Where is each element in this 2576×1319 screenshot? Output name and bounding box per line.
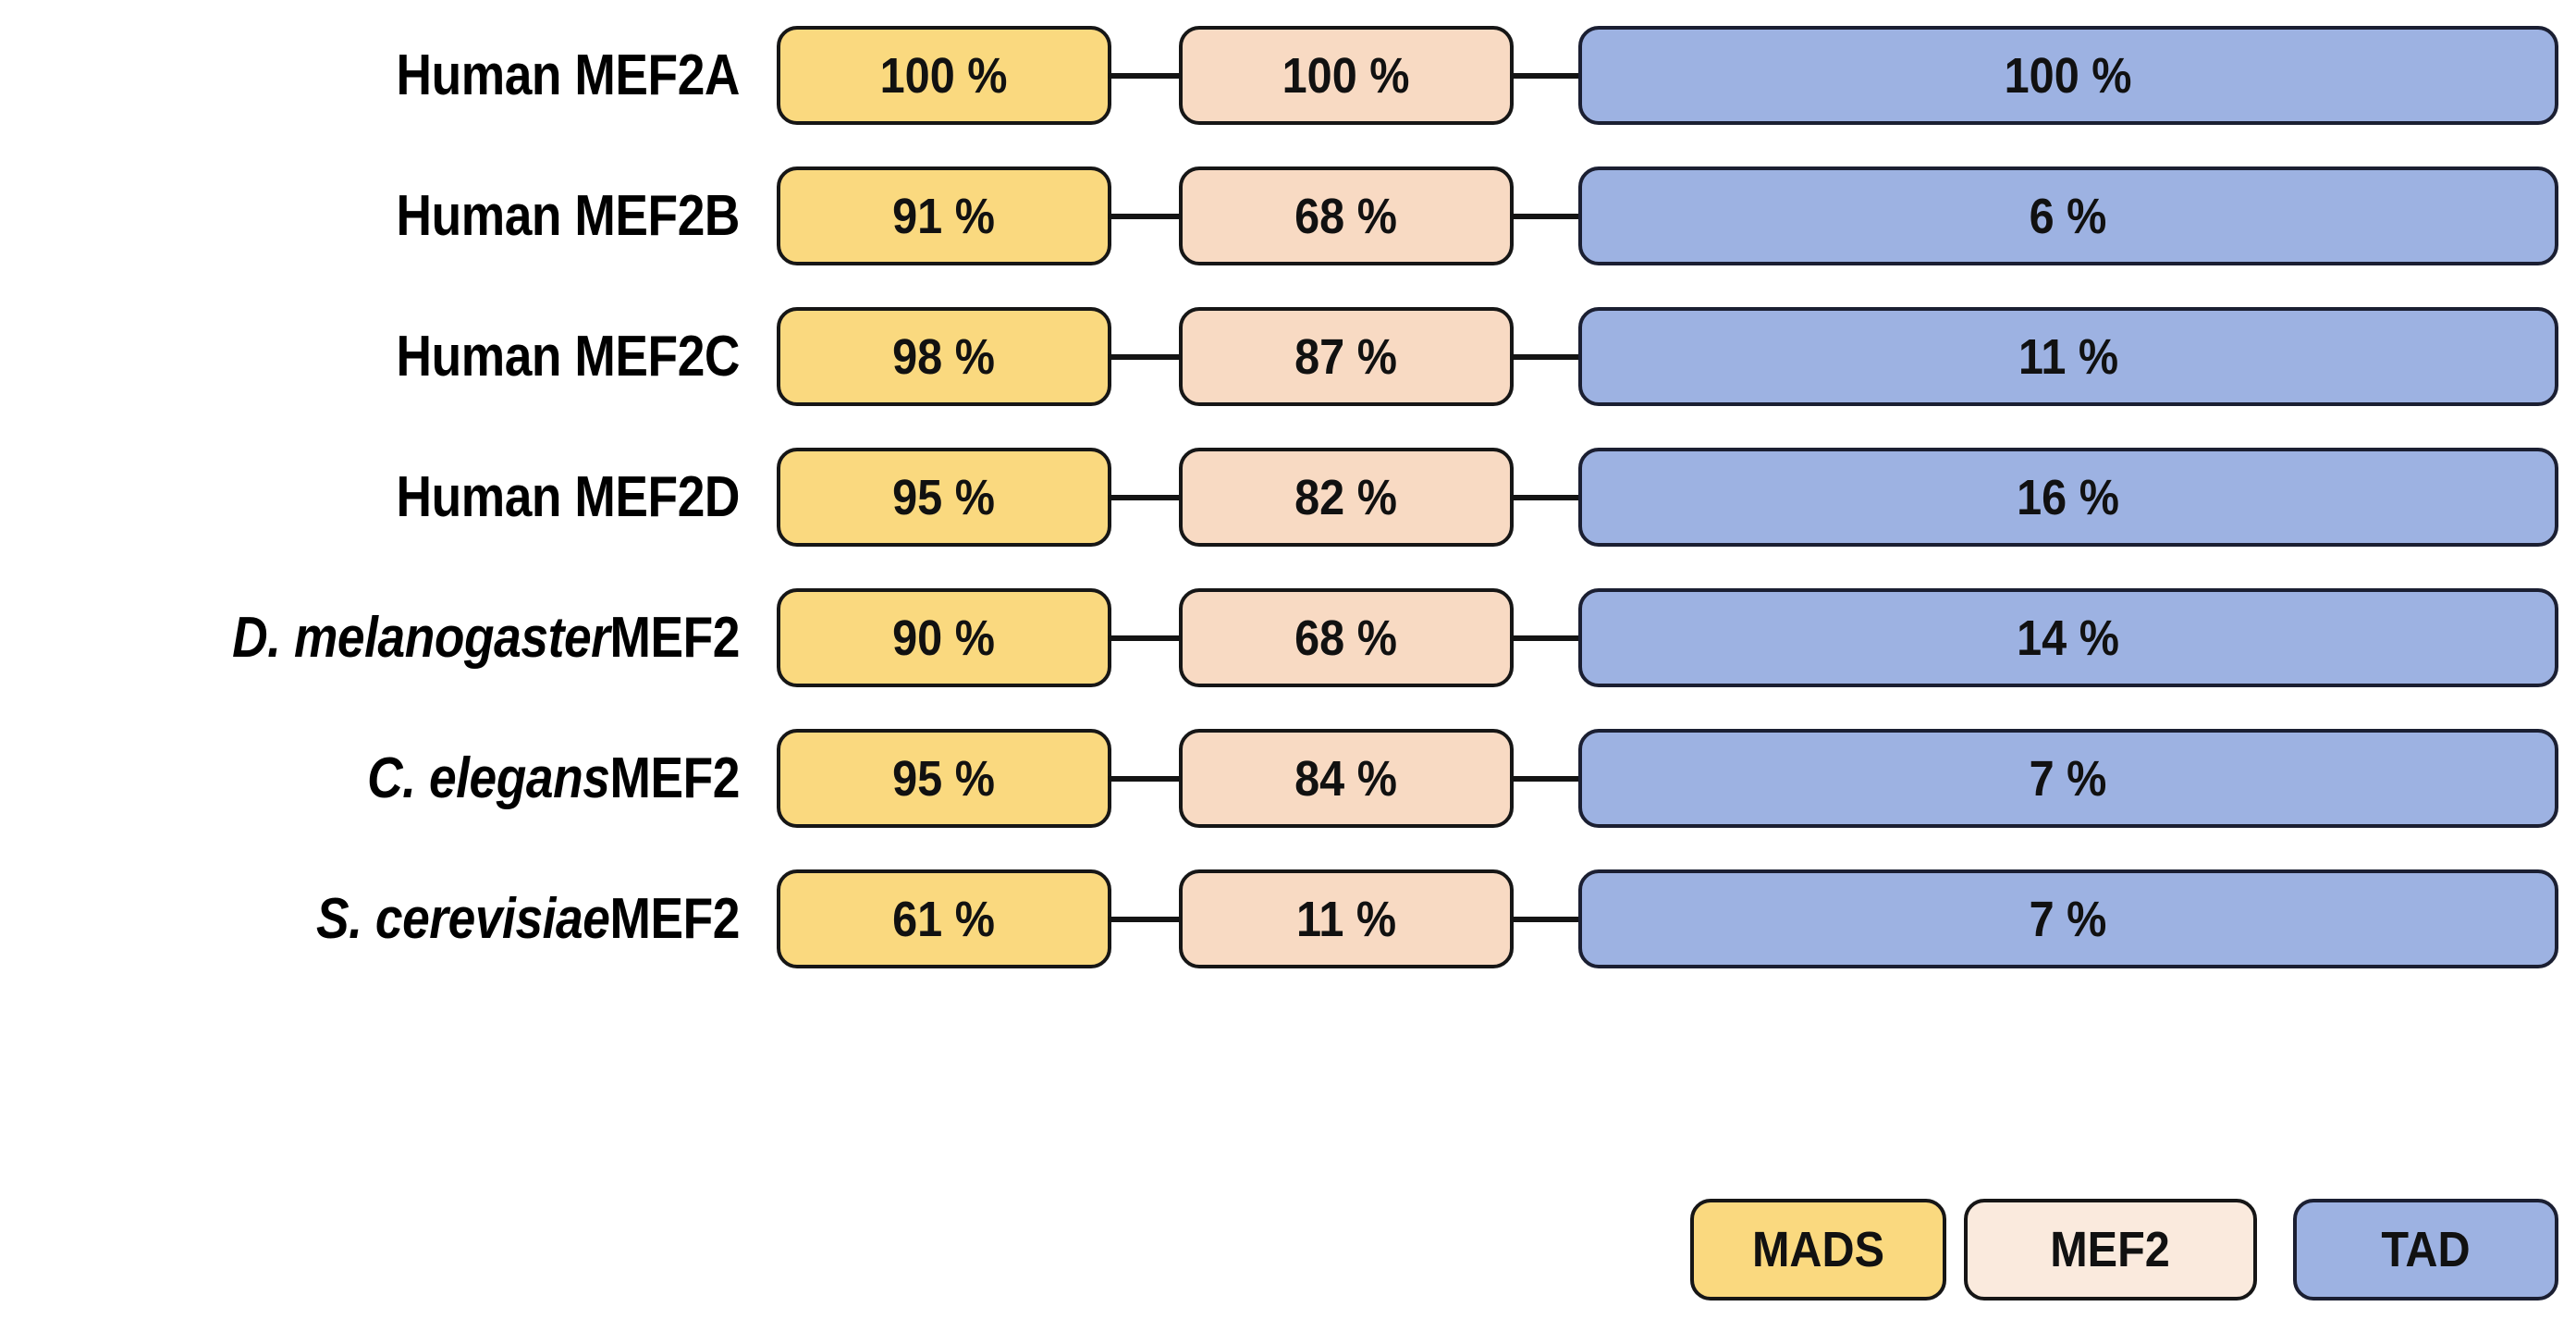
connector-line-mads-mef2 xyxy=(1108,73,1182,79)
mads-identity-value: 100 % xyxy=(880,47,1008,104)
connector-line-mef2-tad xyxy=(1510,73,1581,79)
tad-identity-value: 16 % xyxy=(2017,469,2120,525)
mads-identity-value: 95 % xyxy=(892,469,996,525)
species-name: D. melanogaster xyxy=(232,606,610,670)
protein-row: Human MEF2D 95 % 82 % 16 % xyxy=(0,448,2576,547)
tad-domain-box[interactable]: 14 % xyxy=(1578,588,2558,687)
connector-line-mef2-tad xyxy=(1510,635,1581,641)
mef2-identity-value: 100 % xyxy=(1282,47,1410,104)
tad-identity-value: 14 % xyxy=(2017,610,2120,666)
protein-label: Human MEF2D xyxy=(104,448,740,547)
mef2-domain-box[interactable]: 68 % xyxy=(1179,166,1514,265)
mef2-domain-box[interactable]: 100 % xyxy=(1179,26,1514,125)
mef2-domain-box[interactable]: 84 % xyxy=(1179,729,1514,828)
gene-name: MEF2 xyxy=(609,606,741,670)
tad-domain-box[interactable]: 11 % xyxy=(1578,307,2558,406)
tad-identity-value: 7 % xyxy=(2030,891,2107,947)
mef2-identity-value: 84 % xyxy=(1294,750,1398,807)
tad-domain-box[interactable]: 6 % xyxy=(1578,166,2558,265)
protein-label: D. melanogaster MEF2 xyxy=(104,588,740,687)
mads-domain-box[interactable]: 90 % xyxy=(777,588,1111,687)
mads-identity-value: 98 % xyxy=(892,328,996,385)
connector-line-mef2-tad xyxy=(1510,495,1581,500)
legend-item-mads[interactable]: MADS xyxy=(1690,1199,1946,1301)
connector-line-mads-mef2 xyxy=(1108,917,1182,922)
gene-name: Human MEF2B xyxy=(396,184,740,248)
protein-row: S. cerevisiae MEF2 61 % 11 % 7 % xyxy=(0,869,2576,968)
tad-identity-value: 100 % xyxy=(2005,47,2132,104)
mads-identity-value: 61 % xyxy=(892,891,996,947)
tad-domain-box[interactable]: 100 % xyxy=(1578,26,2558,125)
mads-identity-value: 91 % xyxy=(892,188,996,244)
legend-item-mef2[interactable]: MEF2 xyxy=(1964,1199,2257,1301)
mef2-domain-box[interactable]: 82 % xyxy=(1179,448,1514,547)
gene-name: Human MEF2D xyxy=(396,465,740,529)
gene-name: MEF2 xyxy=(609,746,741,810)
protein-label: Human MEF2A xyxy=(104,26,740,125)
mef2-identity-value: 87 % xyxy=(1294,328,1398,385)
mef2-identity-value: 68 % xyxy=(1294,188,1398,244)
mads-identity-value: 95 % xyxy=(892,750,996,807)
connector-line-mef2-tad xyxy=(1510,214,1581,219)
protein-row: Human MEF2C 98 % 87 % 11 % xyxy=(0,307,2576,406)
protein-row: D. melanogaster MEF2 90 % 68 % 14 % xyxy=(0,588,2576,687)
connector-line-mads-mef2 xyxy=(1108,776,1182,782)
protein-row: C. elegans MEF2 95 % 84 % 7 % xyxy=(0,729,2576,828)
tad-identity-value: 7 % xyxy=(2030,750,2107,807)
tad-domain-box[interactable]: 16 % xyxy=(1578,448,2558,547)
mef2-domain-box[interactable]: 87 % xyxy=(1179,307,1514,406)
legend: MADS MEF2 TAD xyxy=(0,1199,2576,1302)
mads-domain-box[interactable]: 95 % xyxy=(777,448,1111,547)
mef2-domain-box[interactable]: 68 % xyxy=(1179,588,1514,687)
connector-line-mads-mef2 xyxy=(1108,495,1182,500)
mef2-identity-value: 11 % xyxy=(1295,891,1397,947)
protein-label: C. elegans MEF2 xyxy=(104,729,740,828)
legend-item-tad[interactable]: TAD xyxy=(2293,1199,2558,1301)
protein-label: Human MEF2C xyxy=(104,307,740,406)
legend-label-mef2: MEF2 xyxy=(2050,1222,2171,1277)
connector-line-mef2-tad xyxy=(1510,354,1581,360)
mef2-identity-value: 68 % xyxy=(1294,610,1398,666)
mads-identity-value: 90 % xyxy=(892,610,996,666)
connector-line-mef2-tad xyxy=(1510,776,1581,782)
protein-label: S. cerevisiae MEF2 xyxy=(104,869,740,968)
gene-name: Human MEF2A xyxy=(396,43,740,107)
tad-identity-value: 11 % xyxy=(2018,328,2119,385)
protein-row: Human MEF2A 100 % 100 % 100 % xyxy=(0,26,2576,125)
connector-line-mef2-tad xyxy=(1510,917,1581,922)
protein-label: Human MEF2B xyxy=(104,166,740,265)
tad-domain-box[interactable]: 7 % xyxy=(1578,729,2558,828)
mads-domain-box[interactable]: 61 % xyxy=(777,869,1111,968)
mef2-identity-value: 82 % xyxy=(1294,469,1398,525)
protein-row: Human MEF2B 91 % 68 % 6 % xyxy=(0,166,2576,265)
legend-label-mads: MADS xyxy=(1751,1222,1885,1277)
mef2-domain-box[interactable]: 11 % xyxy=(1179,869,1514,968)
tad-identity-value: 6 % xyxy=(2030,188,2107,244)
mads-domain-box[interactable]: 98 % xyxy=(777,307,1111,406)
legend-label-tad: TAD xyxy=(2381,1222,2471,1277)
species-name: S. cerevisiae xyxy=(315,887,610,951)
mads-domain-box[interactable]: 91 % xyxy=(777,166,1111,265)
connector-line-mads-mef2 xyxy=(1108,354,1182,360)
mads-domain-box[interactable]: 95 % xyxy=(777,729,1111,828)
tad-domain-box[interactable]: 7 % xyxy=(1578,869,2558,968)
connector-line-mads-mef2 xyxy=(1108,635,1182,641)
species-name: C. elegans xyxy=(367,746,610,810)
gene-name: MEF2 xyxy=(609,887,741,951)
connector-line-mads-mef2 xyxy=(1108,214,1182,219)
gene-name: Human MEF2C xyxy=(396,325,740,388)
mads-domain-box[interactable]: 100 % xyxy=(777,26,1111,125)
